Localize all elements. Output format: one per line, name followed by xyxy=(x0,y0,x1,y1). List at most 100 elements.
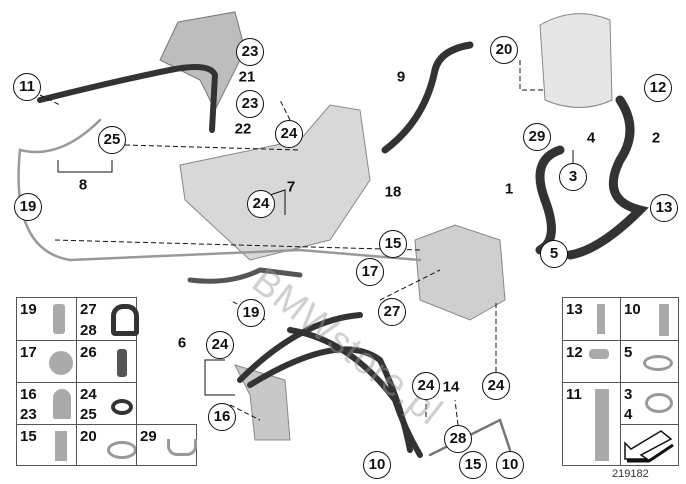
callout[interactable]: 10 xyxy=(496,451,524,479)
callout[interactable]: 24 xyxy=(482,372,510,400)
part-number: 26 xyxy=(80,344,97,361)
heat-shield xyxy=(159,11,246,112)
callout[interactable]: 17 xyxy=(356,258,384,286)
part-number: 13 xyxy=(566,301,583,318)
part-number: 24 xyxy=(80,386,97,403)
flange-bolt-icon xyxy=(589,349,609,359)
part-number: 23 xyxy=(20,406,37,423)
callout[interactable]: 13 xyxy=(650,194,678,222)
part-number: 12 xyxy=(566,344,583,361)
bolt-icon xyxy=(53,304,65,334)
orientation-arrow-cell xyxy=(620,424,679,466)
hose-2 xyxy=(565,95,649,260)
legend-cell[interactable]: 12 xyxy=(562,340,621,383)
legend-cell[interactable]: 10 xyxy=(620,297,679,341)
bolt-icon xyxy=(659,304,669,336)
callout[interactable]: 12 xyxy=(644,74,672,102)
hose-6c xyxy=(287,327,423,458)
worm-clamp-icon xyxy=(645,393,673,413)
return-line xyxy=(17,118,422,262)
callout[interactable]: 5 xyxy=(540,240,568,268)
hose-9 xyxy=(381,41,474,154)
pipe-small xyxy=(187,267,303,284)
legend-cell[interactable]: 15 xyxy=(16,424,77,466)
callout-label[interactable]: 22 xyxy=(234,120,252,138)
legend-cell[interactable]: 29 xyxy=(136,424,197,466)
part-number: 11 xyxy=(566,386,582,403)
clamp-icon xyxy=(111,304,139,336)
legend-cell[interactable]: 19 xyxy=(16,297,77,341)
grommet-icon xyxy=(111,399,133,415)
legend-cell[interactable]: 26 xyxy=(76,340,137,383)
pump xyxy=(414,224,506,321)
callout[interactable]: 24 xyxy=(247,190,275,218)
callout[interactable]: 19 xyxy=(14,193,42,221)
part-number: 5 xyxy=(624,344,633,361)
callout[interactable]: 23 xyxy=(236,38,264,66)
callout-label[interactable]: 2 xyxy=(651,129,661,147)
legend-cell[interactable]: 20 xyxy=(76,424,137,466)
callout-label[interactable]: 4 xyxy=(586,129,596,147)
callout-label[interactable]: 6 xyxy=(177,334,187,352)
part-number: 27 xyxy=(80,301,97,318)
callout[interactable]: 27 xyxy=(378,298,406,326)
callout[interactable]: 24 xyxy=(206,331,234,359)
callout[interactable]: 23 xyxy=(236,90,264,118)
reservoir xyxy=(539,13,613,108)
callout-label[interactable]: 1 xyxy=(504,180,514,198)
eye-screw-icon xyxy=(597,304,605,334)
callout[interactable]: 3 xyxy=(559,163,587,191)
hose-upper xyxy=(37,63,219,133)
callout[interactable]: 16 xyxy=(208,403,236,431)
screw-icon xyxy=(53,389,71,419)
part-number: 17 xyxy=(20,344,37,361)
clip-icon xyxy=(167,439,197,456)
legend-cell[interactable]: 5 xyxy=(620,340,679,383)
callout[interactable]: 15 xyxy=(459,451,487,479)
part-number: 4 xyxy=(624,406,633,423)
callout-label[interactable]: 21 xyxy=(238,68,256,86)
nut-icon xyxy=(49,351,73,375)
legend-cell[interactable]: 17 xyxy=(16,340,77,383)
callout[interactable]: 19 xyxy=(237,299,265,327)
part-number: 16 xyxy=(20,386,37,403)
legend-cell[interactable]: 11 xyxy=(562,382,621,466)
callout[interactable]: 25 xyxy=(98,126,126,154)
callout-label[interactable]: 9 xyxy=(396,68,406,86)
callout[interactable]: 11 xyxy=(13,73,41,101)
callout-label[interactable]: 8 xyxy=(78,176,88,194)
callout[interactable]: 20 xyxy=(490,36,518,64)
bolt-icon xyxy=(55,431,67,461)
diagram-id: 219182 xyxy=(612,468,649,480)
part-number: 25 xyxy=(80,406,97,423)
part-number: 3 xyxy=(624,386,633,403)
legend-cell[interactable]: 13 xyxy=(562,297,621,341)
callout[interactable]: 15 xyxy=(379,230,407,258)
callout[interactable]: 29 xyxy=(523,123,551,151)
callout-label[interactable]: 14 xyxy=(442,378,460,396)
part-number: 19 xyxy=(20,301,37,318)
hose-clamp-icon xyxy=(643,355,673,371)
steering-gear xyxy=(179,104,371,261)
callout-label[interactable]: 18 xyxy=(384,183,402,201)
part-number: 15 xyxy=(20,428,37,445)
rubber-mount-icon xyxy=(117,349,127,377)
part-number: 28 xyxy=(80,322,97,339)
hose-clamp-icon xyxy=(107,441,137,459)
part-number: 29 xyxy=(140,428,157,445)
callout[interactable]: 10 xyxy=(363,451,391,479)
callout[interactable]: 28 xyxy=(444,425,472,453)
part-number: 20 xyxy=(80,428,97,445)
part-number: 10 xyxy=(624,301,641,318)
direction-arrow-icon xyxy=(624,430,674,463)
callout-label[interactable]: 7 xyxy=(286,178,296,196)
callout[interactable]: 24 xyxy=(412,372,440,400)
callout[interactable]: 24 xyxy=(275,120,303,148)
long-bolt-icon xyxy=(595,389,609,461)
